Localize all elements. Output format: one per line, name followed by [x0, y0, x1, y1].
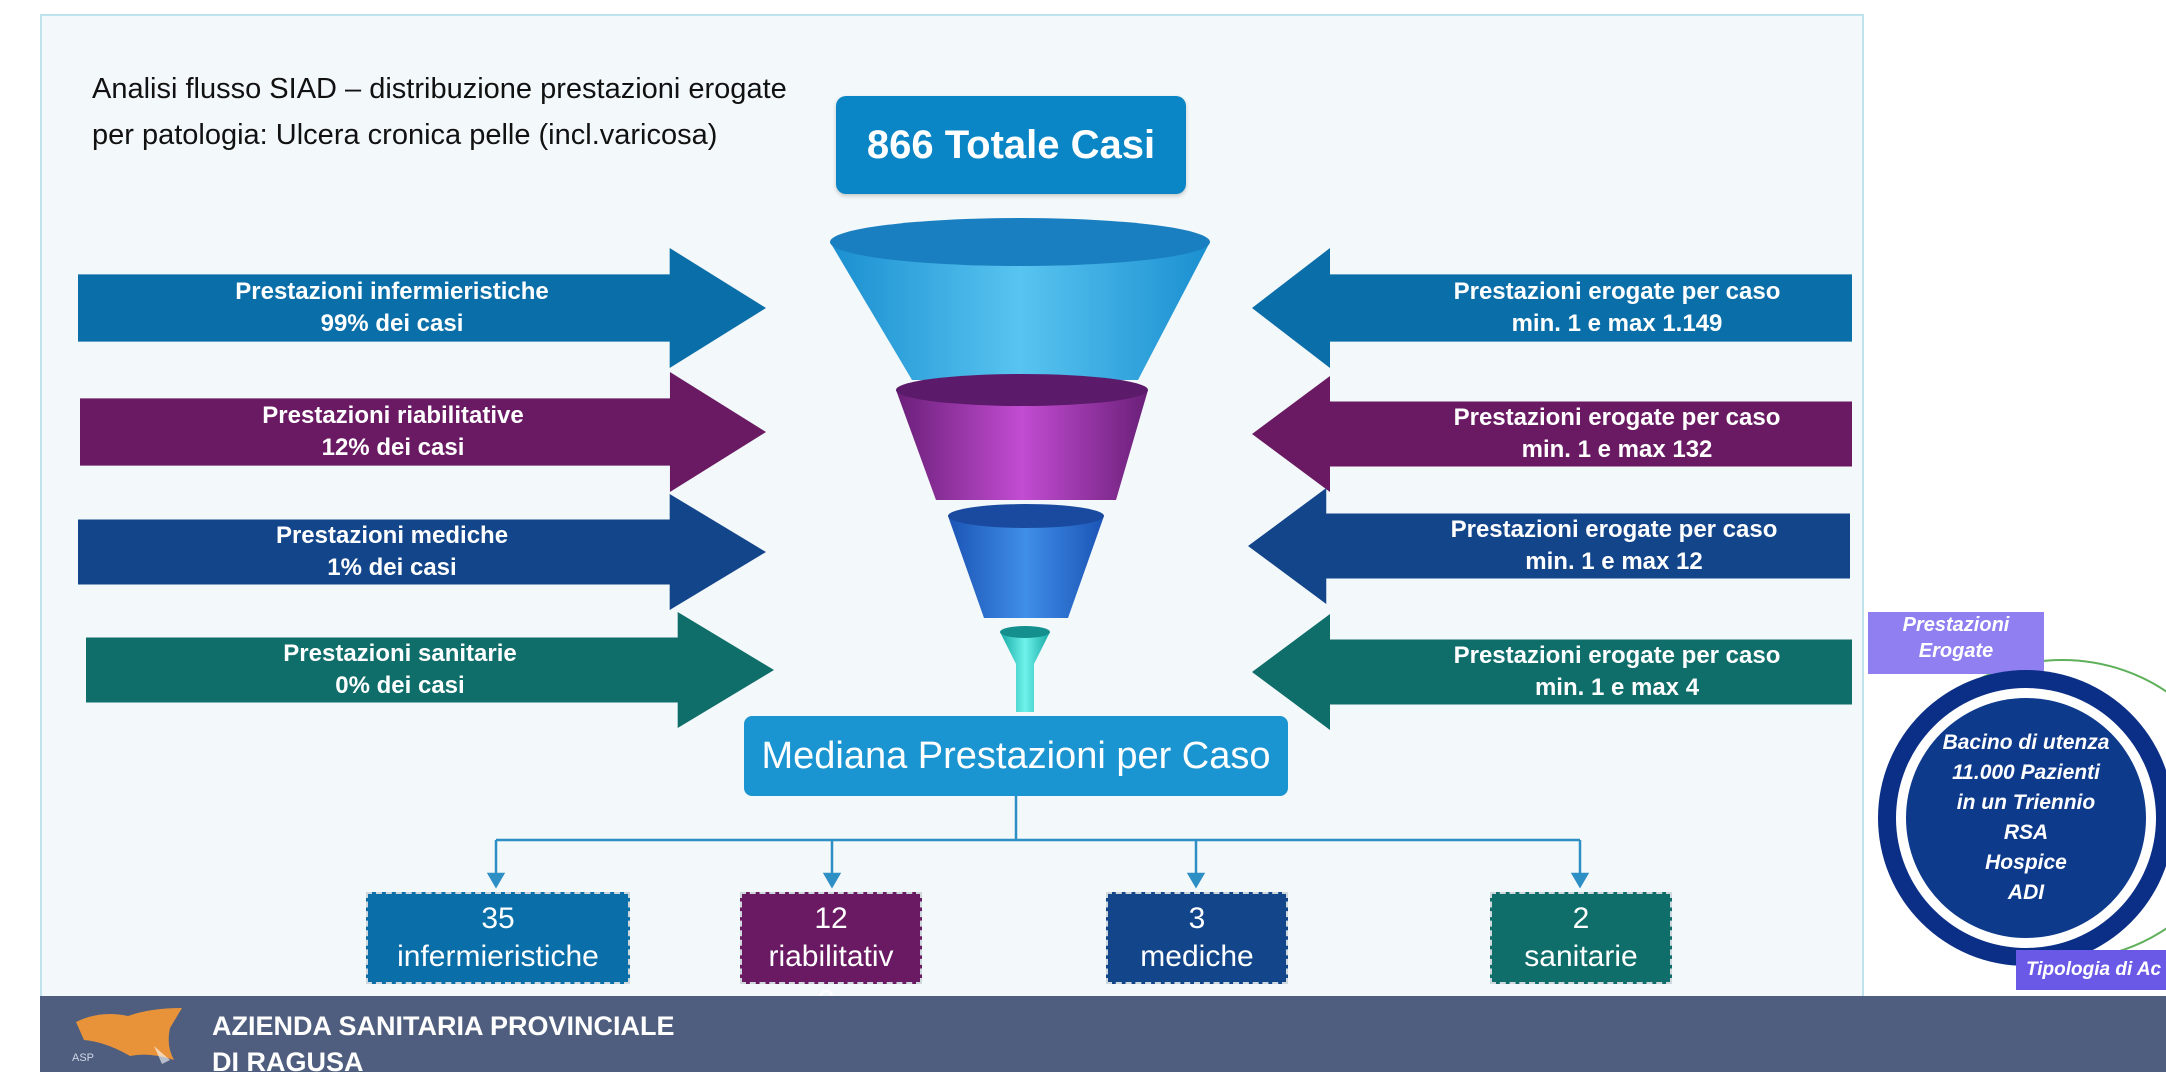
- footer-bar: [40, 996, 2166, 1072]
- connector-tree: [486, 796, 1590, 889]
- slide-title: Analisi flusso SIAD – distribuzione pres…: [92, 73, 787, 151]
- funnel-segment-mediche: [948, 504, 1104, 618]
- tipologia-label: Tipologia di Ac: [2016, 950, 2166, 990]
- funnel-graphic: [830, 218, 1210, 712]
- funnel-segment-riabilitative: [896, 374, 1148, 500]
- median-box: Mediana Prestazioni per Caso: [744, 716, 1288, 796]
- prestazioni-erogate-label: Prestazioni Erogate: [1868, 612, 2044, 674]
- organization-name: AZIENDA SANITARIA PROVINCIALE DI RAGUSA: [212, 1011, 675, 1077]
- funnel-segment-infermieristiche: [830, 218, 1210, 380]
- total-cases-box: 866 Totale Casi: [836, 96, 1186, 194]
- logo-caption: ASP: [72, 1052, 95, 1064]
- bacino-circle: Bacino di utenza 11.000 Pazienti in un T…: [1906, 698, 2146, 938]
- sicily-logo-icon: [76, 1008, 182, 1064]
- funnel-segment-sanitarie: [1000, 626, 1050, 712]
